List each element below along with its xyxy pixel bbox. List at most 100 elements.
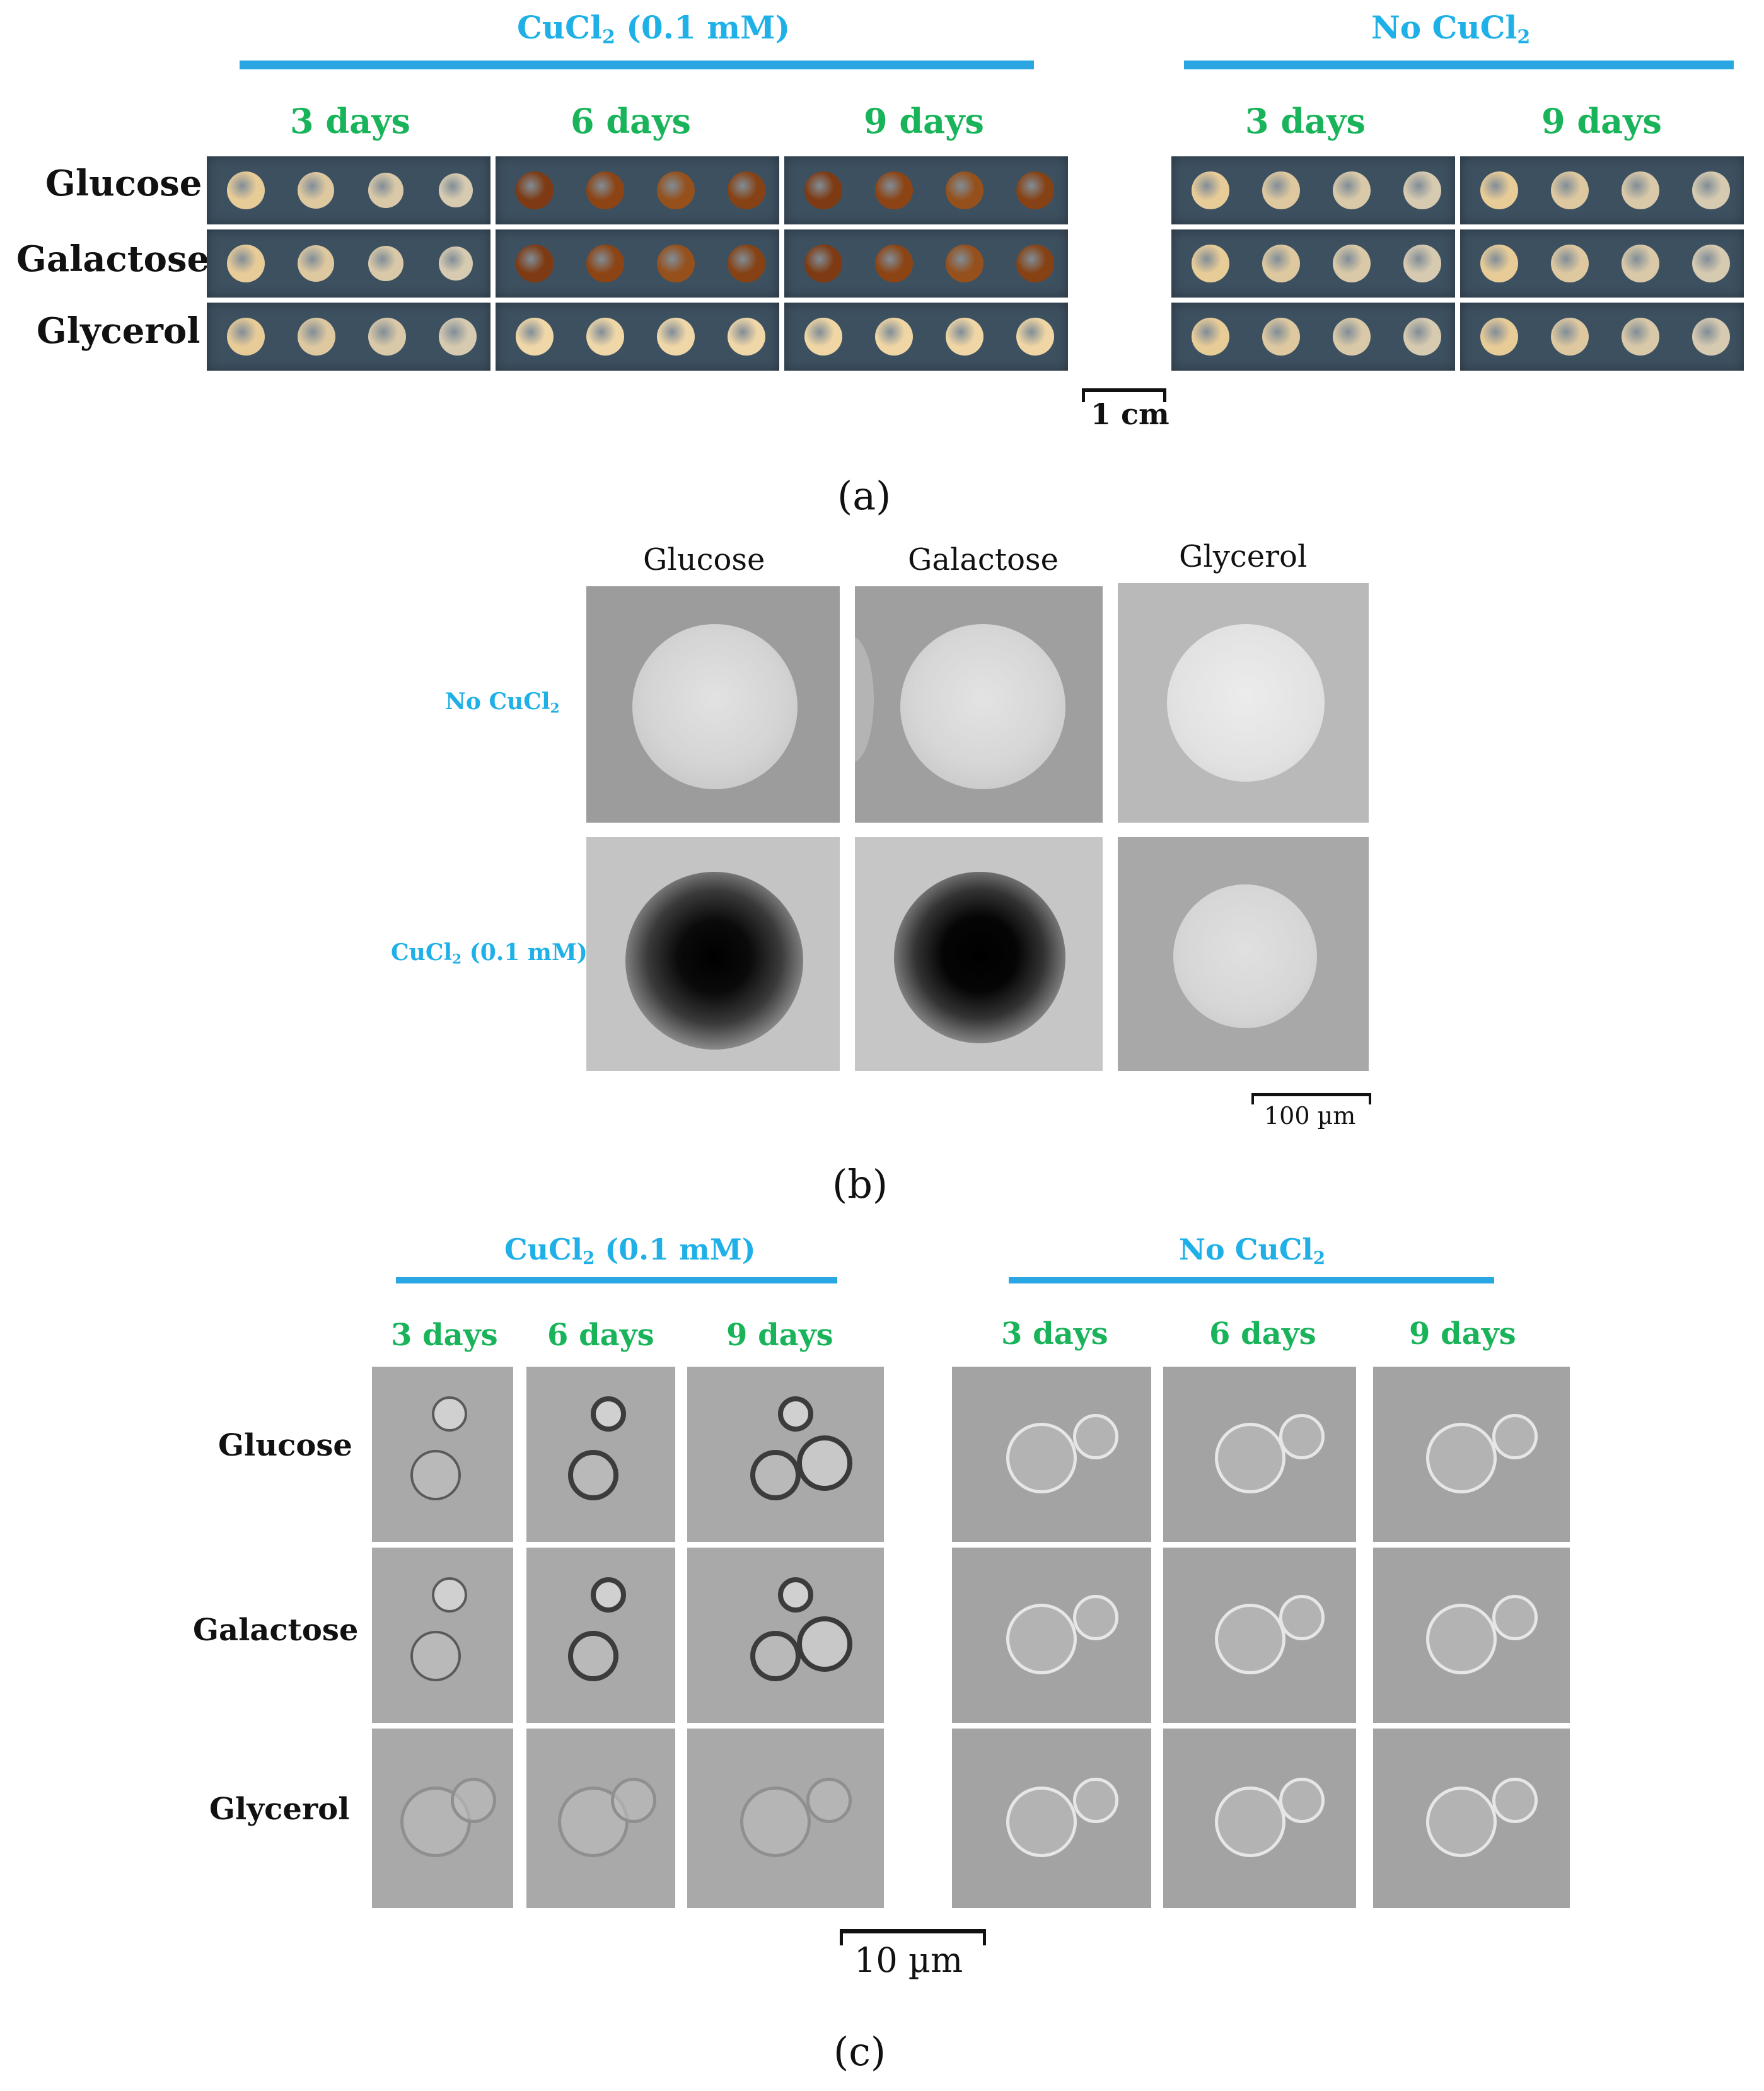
plate-image	[1171, 303, 1455, 371]
yeast-spot	[1403, 171, 1441, 209]
col-label: Galactose	[908, 542, 1059, 577]
plate-image	[784, 303, 1068, 371]
day-header: 9 days	[1409, 1316, 1516, 1352]
yeast-spot	[875, 171, 913, 209]
yeast-cell	[797, 1435, 853, 1491]
yeast-cell	[590, 1577, 626, 1613]
yeast-spot	[1692, 171, 1730, 209]
yeast-spot	[1262, 171, 1300, 209]
cell-image	[1373, 1729, 1570, 1908]
day-header: 6 days	[571, 101, 691, 141]
scale-bar-100um	[1251, 1093, 1371, 1096]
scale-label: 10 µm	[854, 1940, 963, 1980]
colony-image-galactose-no-cu	[855, 586, 1103, 823]
plate-image	[207, 229, 490, 298]
yeast-spot	[586, 245, 624, 282]
yeast-cell	[806, 1778, 852, 1823]
yeast-spot	[1622, 171, 1659, 209]
yeast-cell	[1426, 1787, 1497, 1858]
yeast-cell	[568, 1631, 619, 1682]
cell-image	[952, 1729, 1151, 1908]
cell-image	[952, 1548, 1151, 1723]
group-line-no-cucl2	[1009, 1277, 1494, 1283]
yeast-spot	[1480, 245, 1518, 282]
yeast-spot	[946, 245, 984, 282]
cell-image	[372, 1548, 513, 1723]
col-label: Glucose	[643, 542, 765, 577]
yeast-cell	[777, 1396, 813, 1432]
scale-bar-tick	[983, 1929, 986, 1945]
yeast-spot	[1333, 245, 1371, 282]
day-header: 9 days	[1541, 101, 1662, 141]
colony-image-glycerol-no-cu	[1118, 583, 1369, 823]
yeast-spot	[368, 318, 406, 356]
yeast-cell	[410, 1450, 461, 1501]
panel-label-c: (c)	[833, 2029, 886, 2075]
row-label: Glucose	[45, 163, 202, 204]
cell-image	[1373, 1367, 1570, 1542]
plate-image	[1171, 229, 1455, 298]
row-label: Glucose	[218, 1428, 352, 1463]
yeast-cell	[1279, 1595, 1325, 1641]
yeast-cell	[1214, 1422, 1285, 1493]
yeast-cell	[1279, 1414, 1325, 1460]
day-header: 3 days	[1245, 101, 1366, 141]
yeast-spot	[1192, 171, 1229, 209]
yeast-cell	[410, 1631, 461, 1682]
cell-image	[526, 1729, 675, 1908]
yeast-spot	[804, 171, 842, 209]
group-line-cucl2	[240, 61, 1034, 69]
yeast-cell	[777, 1577, 813, 1613]
yeast-spot	[875, 245, 913, 282]
plate-image	[496, 229, 779, 298]
scale-label: 100 µm	[1264, 1102, 1356, 1130]
yeast-spot	[804, 318, 842, 356]
cell-image	[1163, 1729, 1356, 1908]
plate-image	[784, 156, 1068, 224]
yeast-cell	[568, 1450, 619, 1501]
yeast-spot	[227, 171, 265, 209]
yeast-spot	[657, 318, 695, 356]
cell-image	[372, 1367, 513, 1542]
yeast-cell	[1214, 1603, 1285, 1674]
yeast-cell	[1006, 1603, 1077, 1674]
plate-image	[496, 156, 779, 224]
panel-label-b: (b)	[832, 1161, 888, 1207]
yeast-spot	[1622, 245, 1659, 282]
yeast-spot	[1262, 318, 1300, 356]
day-header: 3 days	[1001, 1316, 1108, 1352]
colony-image-galactose-cu	[855, 837, 1103, 1071]
yeast-cell	[1279, 1778, 1325, 1823]
yeast-cell	[1006, 1422, 1077, 1493]
plate-image	[496, 303, 779, 371]
scale-bar-tick	[1082, 388, 1085, 402]
yeast-spot	[298, 318, 335, 356]
yeast-spot	[298, 245, 334, 282]
group-line-cucl2	[396, 1277, 837, 1283]
colony-image-glucose-cu	[586, 837, 840, 1071]
scale-bar-tick	[1369, 1093, 1371, 1104]
yeast-cell	[451, 1778, 497, 1823]
row-label-no-cucl2: No CuCl2	[445, 688, 560, 717]
yeast-spot	[1551, 318, 1589, 356]
plate-image	[1460, 156, 1744, 224]
yeast-cell	[1006, 1787, 1077, 1858]
plate-image	[1171, 156, 1455, 224]
yeast-cell	[750, 1450, 801, 1501]
yeast-spot	[1692, 318, 1730, 356]
plate-image	[1460, 229, 1744, 298]
row-label: Galactose	[193, 1613, 359, 1648]
yeast-spot	[946, 318, 984, 356]
colony-image-glycerol-cu	[1118, 837, 1369, 1071]
day-header: 3 days	[290, 101, 410, 141]
group-label-cucl2: CuCl2 (0.1 mM)	[504, 1232, 756, 1268]
scale-bar-tick	[1163, 388, 1166, 402]
yeast-spot	[1333, 318, 1371, 356]
yeast-cell	[610, 1778, 656, 1823]
scale-bar-10um	[840, 1929, 986, 1933]
yeast-cell	[432, 1577, 468, 1613]
row-label: Galactose	[16, 238, 210, 280]
plate-image	[207, 303, 490, 371]
scale-bar-1cm	[1082, 388, 1166, 392]
yeast-spot	[227, 318, 265, 356]
